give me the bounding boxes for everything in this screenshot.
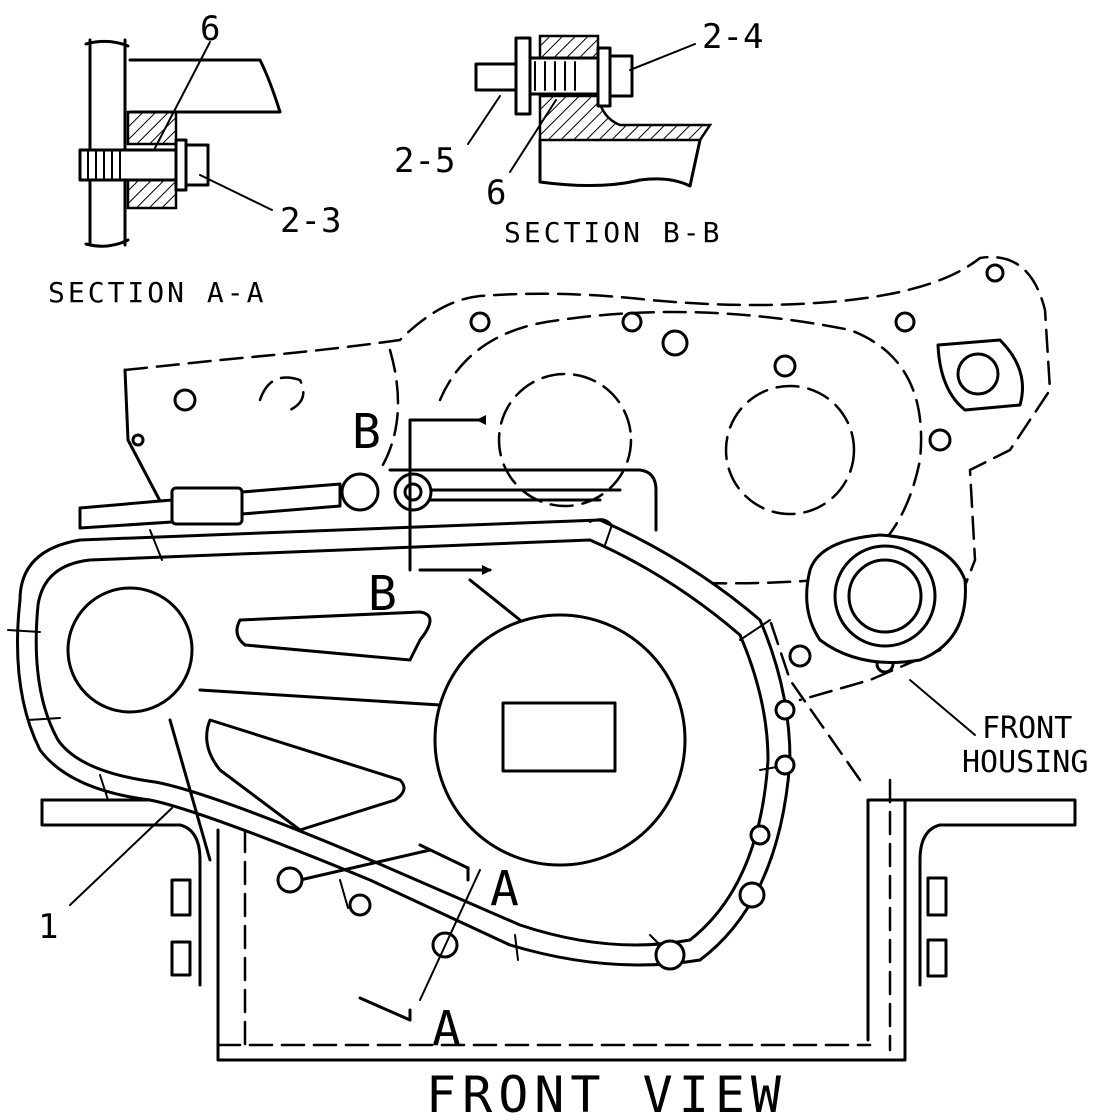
rear-plate <box>123 368 658 532</box>
section-b-b-title: SECTION B-B <box>504 216 722 249</box>
section-b-callout-2-5: 2-5 <box>394 141 455 181</box>
bolt-heads <box>276 263 1005 971</box>
section-a-callout-6: 6 <box>200 9 220 49</box>
part-1-leader <box>69 807 173 906</box>
section-a-a-detail <box>78 38 282 248</box>
front-housing-phantom <box>123 255 1052 1052</box>
front-cover <box>7 518 792 967</box>
section-marker-b-upper: B <box>352 404 381 460</box>
section-b-b-detail <box>467 34 713 188</box>
section-b-callout-2-4: 2-4 <box>702 17 763 57</box>
pump-boss <box>805 338 1024 664</box>
housing-leader <box>909 679 976 736</box>
section-marker-a-lower: A <box>432 1001 461 1057</box>
part-1-callout: 1 <box>38 907 58 947</box>
front-housing-label-line1: FRONT <box>982 711 1072 746</box>
section-marker-a-upper: A <box>490 861 519 917</box>
front-view-title: FRONT VIEW <box>426 1066 787 1120</box>
section-cut-lines <box>358 415 492 1022</box>
section-a-callout-2-3: 2-3 <box>280 201 341 241</box>
front-housing-label-line2: HOUSING <box>962 745 1088 780</box>
section-a-a-title: SECTION A-A <box>48 276 266 309</box>
support-bracket <box>40 798 1077 1062</box>
section-b-callout-6: 6 <box>486 173 506 213</box>
fuel-line <box>78 472 433 530</box>
section-marker-b-lower: B <box>368 566 397 622</box>
